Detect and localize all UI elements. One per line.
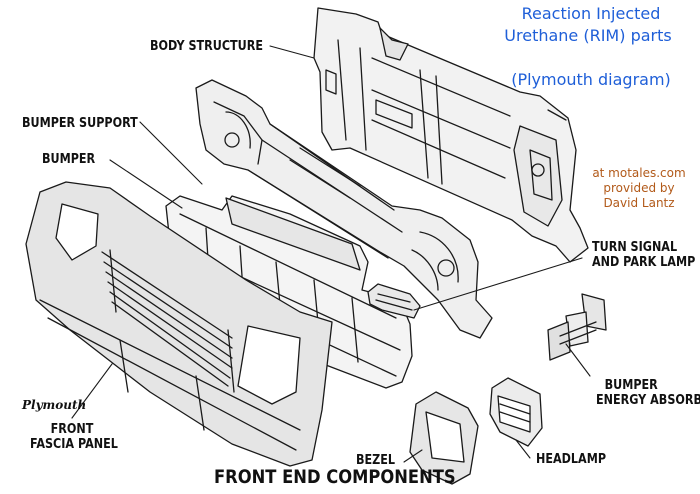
- body-structure-part: [313, 7, 589, 263]
- label-front-fascia-line-1: FRONT: [50, 422, 94, 437]
- subtitle: (Plymouth diagram): [511, 70, 671, 89]
- title-line-2: Urethane (RIM) parts: [504, 26, 672, 45]
- label-body-structure: BODY STRUCTURE: [150, 39, 264, 54]
- label-bumper-energy-line-2: ENERGY ABSORBER: [596, 393, 700, 408]
- credit-line-2: provided by: [603, 181, 675, 195]
- bumper-support-part: [195, 79, 493, 339]
- label-bumper-energy-line-1: BUMPER: [604, 378, 658, 393]
- label-turn-signal-line-1: TURN SIGNAL: [592, 240, 678, 255]
- credit-line-3: David Lantz: [603, 196, 675, 210]
- title-line-1: Reaction Injected: [521, 4, 661, 23]
- label-front-fascia-panel: FRONT FASCIA PANEL: [30, 422, 118, 452]
- front-fascia-part: [25, 181, 333, 467]
- label-turn-signal-line-2: AND PARK LAMP: [592, 255, 696, 270]
- label-headlamp: HEADLAMP: [536, 452, 607, 467]
- plymouth-logo: Plymouth: [22, 398, 87, 412]
- label-bumper-energy-absorber: BUMPER ENERGY ABSORBER: [596, 378, 700, 408]
- bezel-part: [409, 391, 479, 485]
- label-bumper-support: BUMPER SUPPORT: [22, 116, 138, 131]
- label-bumper: BUMPER: [42, 152, 96, 167]
- label-turn-signal: TURN SIGNAL AND PARK LAMP: [592, 240, 695, 270]
- energy-absorber-part: [547, 293, 607, 361]
- leader-lines: [71, 45, 591, 463]
- footer-title: FRONT END COMPONENTS: [214, 466, 456, 488]
- headlamp-part: [489, 377, 543, 447]
- label-front-fascia-line-2: FASCIA PANEL: [30, 437, 118, 452]
- label-bezel: BEZEL: [356, 453, 396, 468]
- turn-signal-lamp-part: [367, 283, 421, 319]
- credit-line-1: at motales.com: [592, 166, 686, 180]
